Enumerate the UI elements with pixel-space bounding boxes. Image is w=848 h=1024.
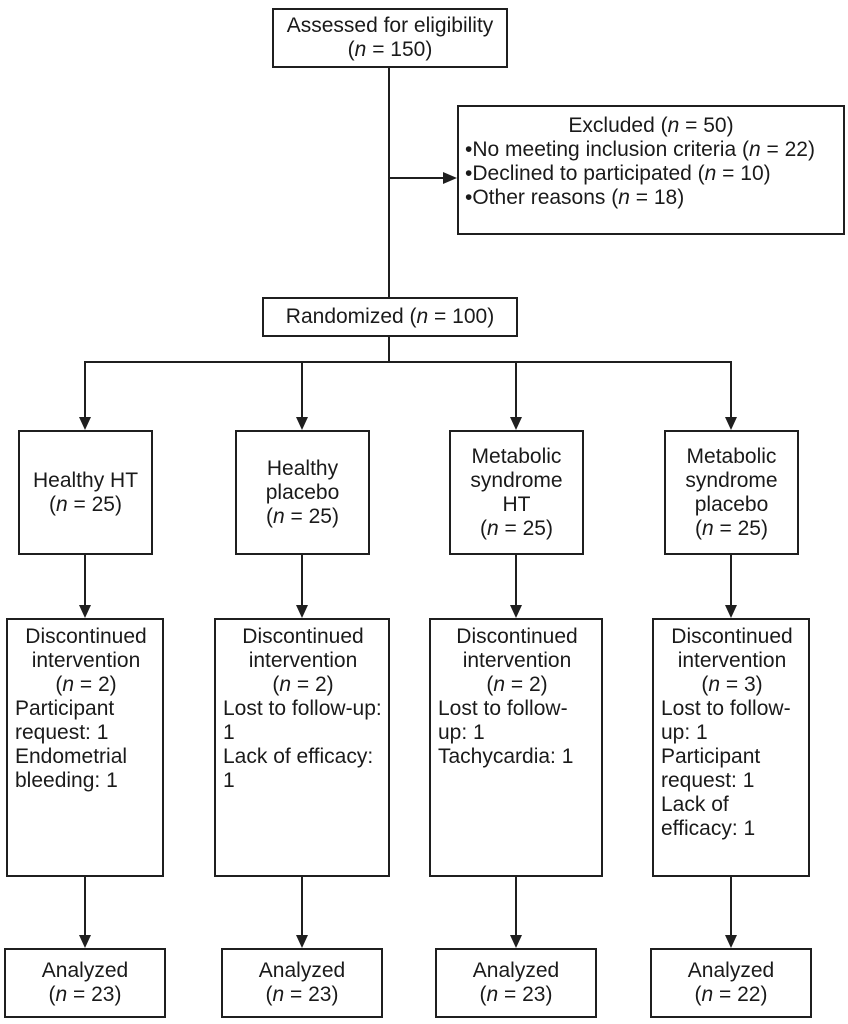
reason-line: Lack of efficacy: 1 <box>223 745 374 792</box>
analyzed-box-metabolic-placebo: Analyzed (n = 22) <box>650 948 812 1018</box>
arrowhead-icon <box>296 417 308 430</box>
box-label: Analyzed <box>258 959 346 982</box>
box-label: Metabolic syndrome placebo <box>685 444 778 516</box>
disc-n: (n = 3) <box>701 673 763 696</box>
discontinued-box-healthy-placebo: Discontinued intervention (n = 2) Lost t… <box>214 618 390 877</box>
disc-title: Discontinued intervention <box>25 625 147 672</box>
box-label: Metabolic syndrome HT <box>470 444 563 516</box>
excluded-title: Excluded (n = 50) <box>568 114 734 137</box>
analyzed-box-metabolic-ht: Analyzed (n = 23) <box>435 948 597 1018</box>
reason-line: Tachycardia: 1 <box>438 745 574 768</box>
analyzed-box-healthy-placebo: Analyzed (n = 23) <box>221 948 383 1018</box>
disc-title: Discontinued intervention <box>242 625 364 672</box>
reason-line: Endometrial bleeding: 1 <box>15 745 128 792</box>
arrowhead-icon <box>510 935 522 948</box>
reason-line: Lost to follow-up: 1 <box>661 697 791 744</box>
analyzed-box-healthy-ht: Analyzed (n = 23) <box>4 948 166 1018</box>
randomized-box: Randomized (n = 100) <box>262 297 518 337</box>
box-n: (n = 150) <box>347 38 433 61</box>
box-n: (n = 25) <box>266 504 339 528</box>
discontinued-box-metabolic-placebo: Discontinued intervention (n = 3) Lost t… <box>652 618 810 877</box>
box-label: Healthy HT <box>32 468 139 492</box>
discontinued-box-healthy-ht: Discontinued intervention (n = 2) Partic… <box>6 618 164 877</box>
arrowhead-icon <box>510 605 522 618</box>
arrowhead-icon <box>725 605 737 618</box>
arrowhead-icon <box>79 935 91 948</box>
arrowhead-icons <box>79 172 737 948</box>
arrowhead-icon <box>296 935 308 948</box>
arrowhead-icon <box>79 605 91 618</box>
arm-box-healthy-ht: Healthy HT (n = 25) <box>18 430 153 555</box>
box-n: (n = 25) <box>695 516 768 540</box>
box-label: Analyzed <box>687 959 775 982</box>
box-n: (n = 25) <box>49 492 122 516</box>
arrowhead-icon <box>725 417 737 430</box>
arm-box-healthy-placebo: Healthy placebo (n = 25) <box>235 430 370 555</box>
disc-title: Discontinued intervention <box>456 625 578 672</box>
reason-line: Lost to follow-up: 1 <box>438 697 568 744</box>
excluded-item: •Other reasons (n = 18) <box>465 186 685 209</box>
reason-line: Lack of efficacy: 1 <box>661 793 756 840</box>
arrowhead-icon <box>510 417 522 430</box>
arrowhead-icon <box>296 605 308 618</box>
reason-line: Lost to follow-up: 1 <box>223 697 382 744</box>
disc-n: (n = 2) <box>272 673 334 696</box>
arrowhead-icon <box>79 417 91 430</box>
box-label: Healthy placebo <box>265 456 340 504</box>
arm-box-metabolic-ht: Metabolic syndrome HT (n = 25) <box>449 430 584 555</box>
disc-n: (n = 2) <box>486 673 548 696</box>
assessed-box: Assessed for eligibility (n = 150) <box>272 8 508 68</box>
excluded-item: •Declined to participated (n = 10) <box>465 162 771 185</box>
box-label: Analyzed <box>472 959 560 982</box>
box-n: (n = 23) <box>479 983 553 1006</box>
arm-box-metabolic-placebo: Metabolic syndrome placebo (n = 25) <box>664 430 799 555</box>
disc-title: Discontinued intervention <box>671 625 793 672</box>
reason-line: Participant request: 1 <box>661 745 761 792</box>
box-n: (n = 22) <box>694 983 768 1006</box>
arrowhead-icon <box>725 935 737 948</box>
excluded-item: •No meeting inclusion criteria (n = 22) <box>465 138 815 161</box>
disc-n: (n = 2) <box>55 673 117 696</box>
box-n: (n = 25) <box>480 516 553 540</box>
box-n: (n = 23) <box>48 983 122 1006</box>
box-label: Analyzed <box>41 959 129 982</box>
excluded-box: Excluded (n = 50) •No meeting inclusion … <box>457 105 845 235</box>
discontinued-box-metabolic-ht: Discontinued intervention (n = 2) Lost t… <box>429 618 603 877</box>
box-label: Randomized (n = 100) <box>285 305 495 328</box>
reason-line: Participant request: 1 <box>15 697 115 744</box>
box-label: Assessed for eligibility <box>286 14 494 37</box>
box-n: (n = 23) <box>265 983 339 1006</box>
arrowhead-icon <box>443 172 457 184</box>
